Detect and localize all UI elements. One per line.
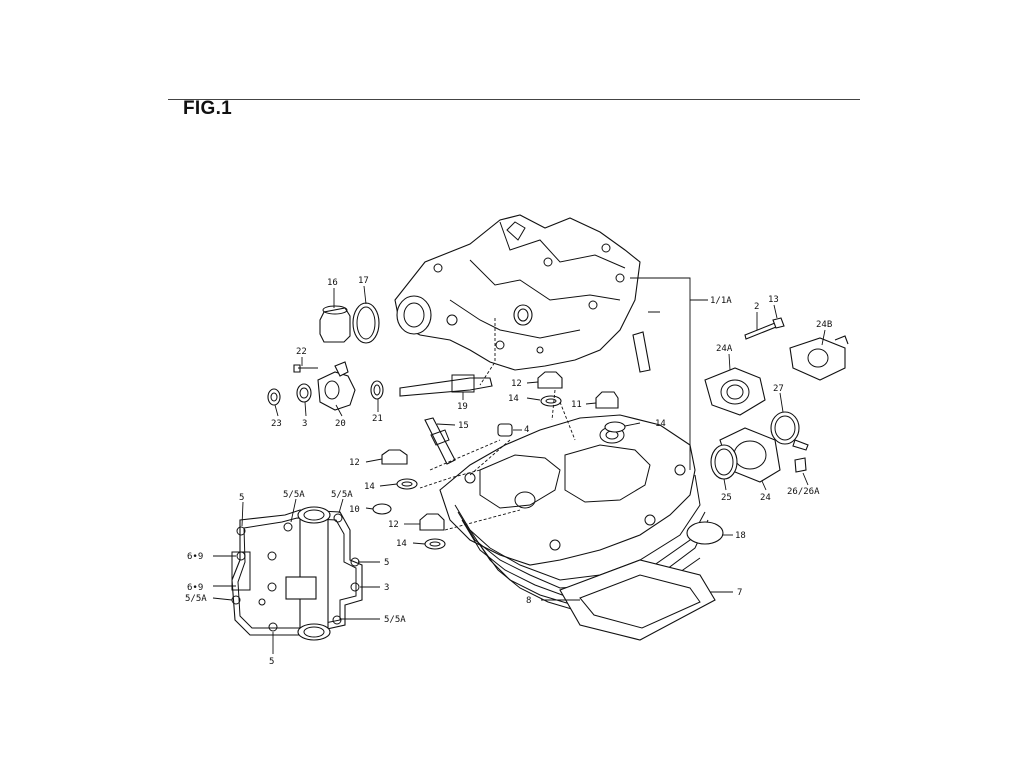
callout-5-5a-b: 5/5A bbox=[331, 490, 353, 500]
callout-20: 20 bbox=[335, 419, 346, 429]
callout-25: 25 bbox=[721, 493, 732, 503]
callout-13: 13 bbox=[768, 295, 779, 305]
callout-5-a: 5 bbox=[239, 493, 244, 503]
callout-5-c: 5 bbox=[269, 657, 274, 667]
callout-11: 11 bbox=[571, 400, 582, 410]
leader-lines bbox=[212, 277, 826, 654]
side-cover bbox=[231, 506, 363, 641]
callout-10: 10 bbox=[349, 505, 360, 515]
callout-15: 15 bbox=[458, 421, 469, 431]
callout-5-5a-d: 5/5A bbox=[384, 615, 406, 625]
callout-22: 22 bbox=[296, 347, 307, 357]
callout-23: 23 bbox=[271, 419, 282, 429]
callout-8: 8 bbox=[526, 596, 531, 606]
callout-6-9-a: 6•9 bbox=[187, 552, 203, 562]
callout-3-a: 3 bbox=[302, 419, 307, 429]
callout-2: 2 bbox=[754, 302, 759, 312]
small-parts bbox=[267, 302, 849, 641]
callout-12-c: 12 bbox=[388, 520, 399, 530]
callout-12-a: 12 bbox=[511, 379, 522, 389]
callout-17: 17 bbox=[358, 276, 369, 286]
callout-19: 19 bbox=[457, 402, 468, 412]
callout-16: 16 bbox=[327, 278, 338, 288]
callout-14-b: 14 bbox=[655, 419, 666, 429]
callout-14-c: 14 bbox=[364, 482, 375, 492]
callout-14-a: 14 bbox=[508, 394, 519, 404]
figure-title: FIG.1 bbox=[183, 98, 233, 119]
cylinder-head-cover bbox=[394, 214, 641, 371]
callout-7: 7 bbox=[737, 588, 742, 598]
callout-21: 21 bbox=[372, 414, 383, 424]
callout-24a: 24A bbox=[716, 344, 733, 354]
callout-24b: 24B bbox=[816, 320, 832, 330]
callout-5-5a-a: 5/5A bbox=[283, 490, 305, 500]
callout-4: 4 bbox=[524, 425, 529, 435]
callout-5-b: 5 bbox=[384, 558, 389, 568]
callout-3-b: 3 bbox=[384, 583, 389, 593]
callout-6-9-b: 6•9 bbox=[187, 583, 203, 593]
callout-1-1a: 1/1A bbox=[710, 296, 732, 306]
callout-24: 24 bbox=[760, 493, 771, 503]
header-rule bbox=[168, 99, 860, 100]
callout-26-26a: 26/26A bbox=[787, 487, 820, 497]
callout-labels: 16 17 1/1A 2 13 24B 22 24A 12 14 27 11 1… bbox=[185, 276, 832, 667]
callout-5-5a-c: 5/5A bbox=[185, 594, 207, 604]
callout-27: 27 bbox=[773, 384, 784, 394]
callout-14-d: 14 bbox=[396, 539, 407, 549]
callout-18: 18 bbox=[735, 531, 746, 541]
callout-12-b: 12 bbox=[349, 458, 360, 468]
